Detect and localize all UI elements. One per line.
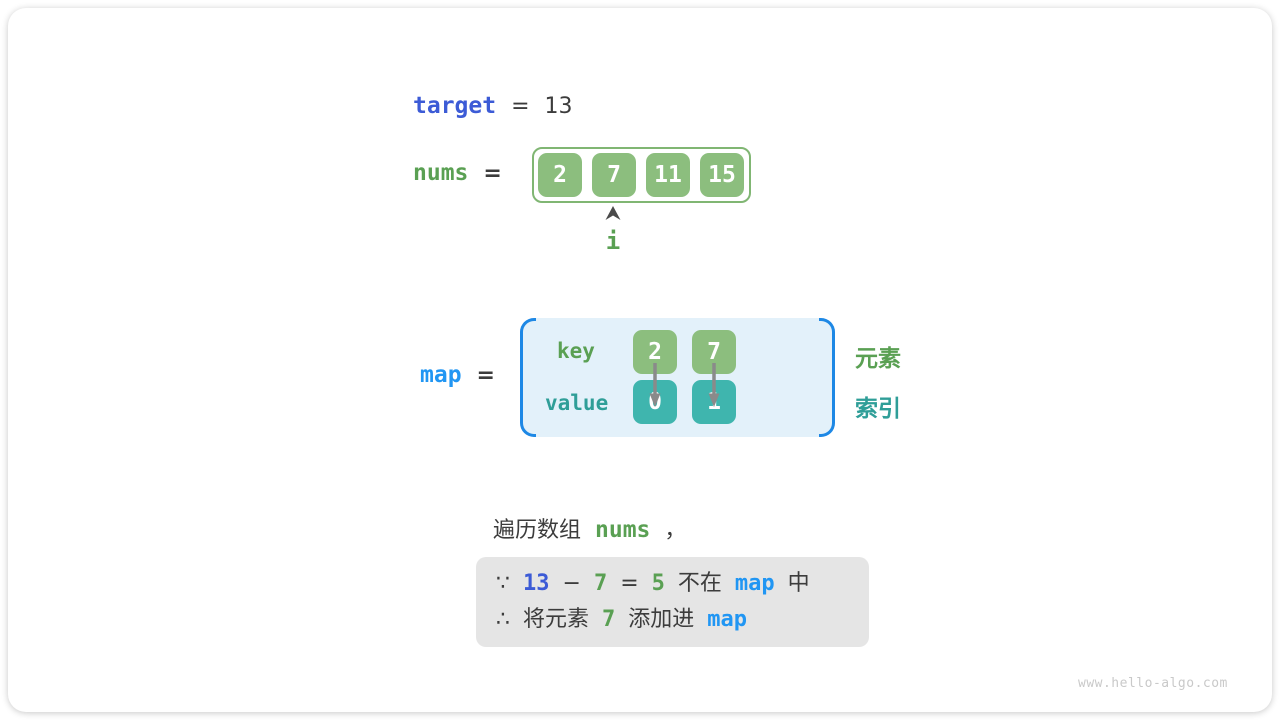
note-equals-sign: =: [620, 571, 639, 596]
therefore-symbol: ∴: [496, 607, 510, 632]
note-subtrahend-value: 7: [593, 571, 608, 596]
index-pointer-label: i: [605, 227, 621, 255]
array-cell: 7: [592, 153, 636, 197]
element-annotation: 元素: [855, 346, 901, 372]
array-cell: 2: [538, 153, 582, 197]
because-symbol: ∵: [496, 571, 510, 596]
nums-array: 2 7 11 15: [532, 147, 751, 203]
note-add-action-text: 添加进: [628, 607, 695, 632]
array-cell: 15: [700, 153, 744, 197]
watermark: www.hello-algo.com: [1078, 676, 1228, 691]
right-bracket: [819, 318, 835, 437]
note-box: ∵ 13 − 7 = 5 不在 map 中 ∴ 将元素 7 添加进 map: [476, 557, 869, 647]
left-bracket: [520, 318, 536, 437]
value-row-label: value: [545, 391, 609, 415]
target-value: 13: [544, 94, 573, 119]
index-annotation: 索引: [855, 396, 901, 422]
note-target-value: 13: [523, 571, 550, 596]
map-label-row: map =: [420, 362, 495, 388]
note-map-ref: map: [707, 607, 748, 632]
note-not-in-text: 不在: [677, 571, 722, 596]
caption-comma: ，: [664, 518, 687, 543]
key-row-label: key: [557, 339, 595, 363]
array-cell: 11: [646, 153, 690, 197]
nums-label-row: nums =: [413, 160, 502, 186]
target-variable-label: target: [413, 93, 497, 119]
index-pointer-icon: [605, 206, 621, 220]
note-map-ref: map: [734, 571, 775, 596]
caption-nums-ref: nums: [595, 517, 651, 543]
map-key-cell: 2: [633, 330, 677, 374]
target-equals-sign: =: [511, 94, 530, 119]
key-to-value-arrow-icon: [649, 363, 661, 407]
note-line-because: ∵ 13 − 7 = 5 不在 map 中: [496, 568, 869, 599]
caption-text: 遍历数组: [493, 518, 582, 543]
nums-equals-sign: =: [483, 161, 502, 186]
nums-variable-label: nums: [413, 160, 469, 186]
note-element-value: 7: [602, 607, 616, 632]
map-variable-label: map: [420, 362, 462, 388]
note-in-suffix: 中: [787, 571, 810, 596]
target-row: target = 13: [413, 93, 573, 119]
note-add-prefix-text: 将元素: [523, 607, 590, 632]
map-equals-sign: =: [476, 363, 495, 388]
note-line-therefore: ∴ 将元素 7 添加进 map: [496, 604, 869, 635]
minus-sign: −: [562, 571, 581, 596]
key-to-value-arrow-icon: [708, 363, 720, 407]
note-difference-value: 5: [651, 571, 665, 596]
caption-row: 遍历数组 nums ，: [493, 512, 686, 544]
map-container: key value 2 7 0 1: [520, 318, 835, 437]
